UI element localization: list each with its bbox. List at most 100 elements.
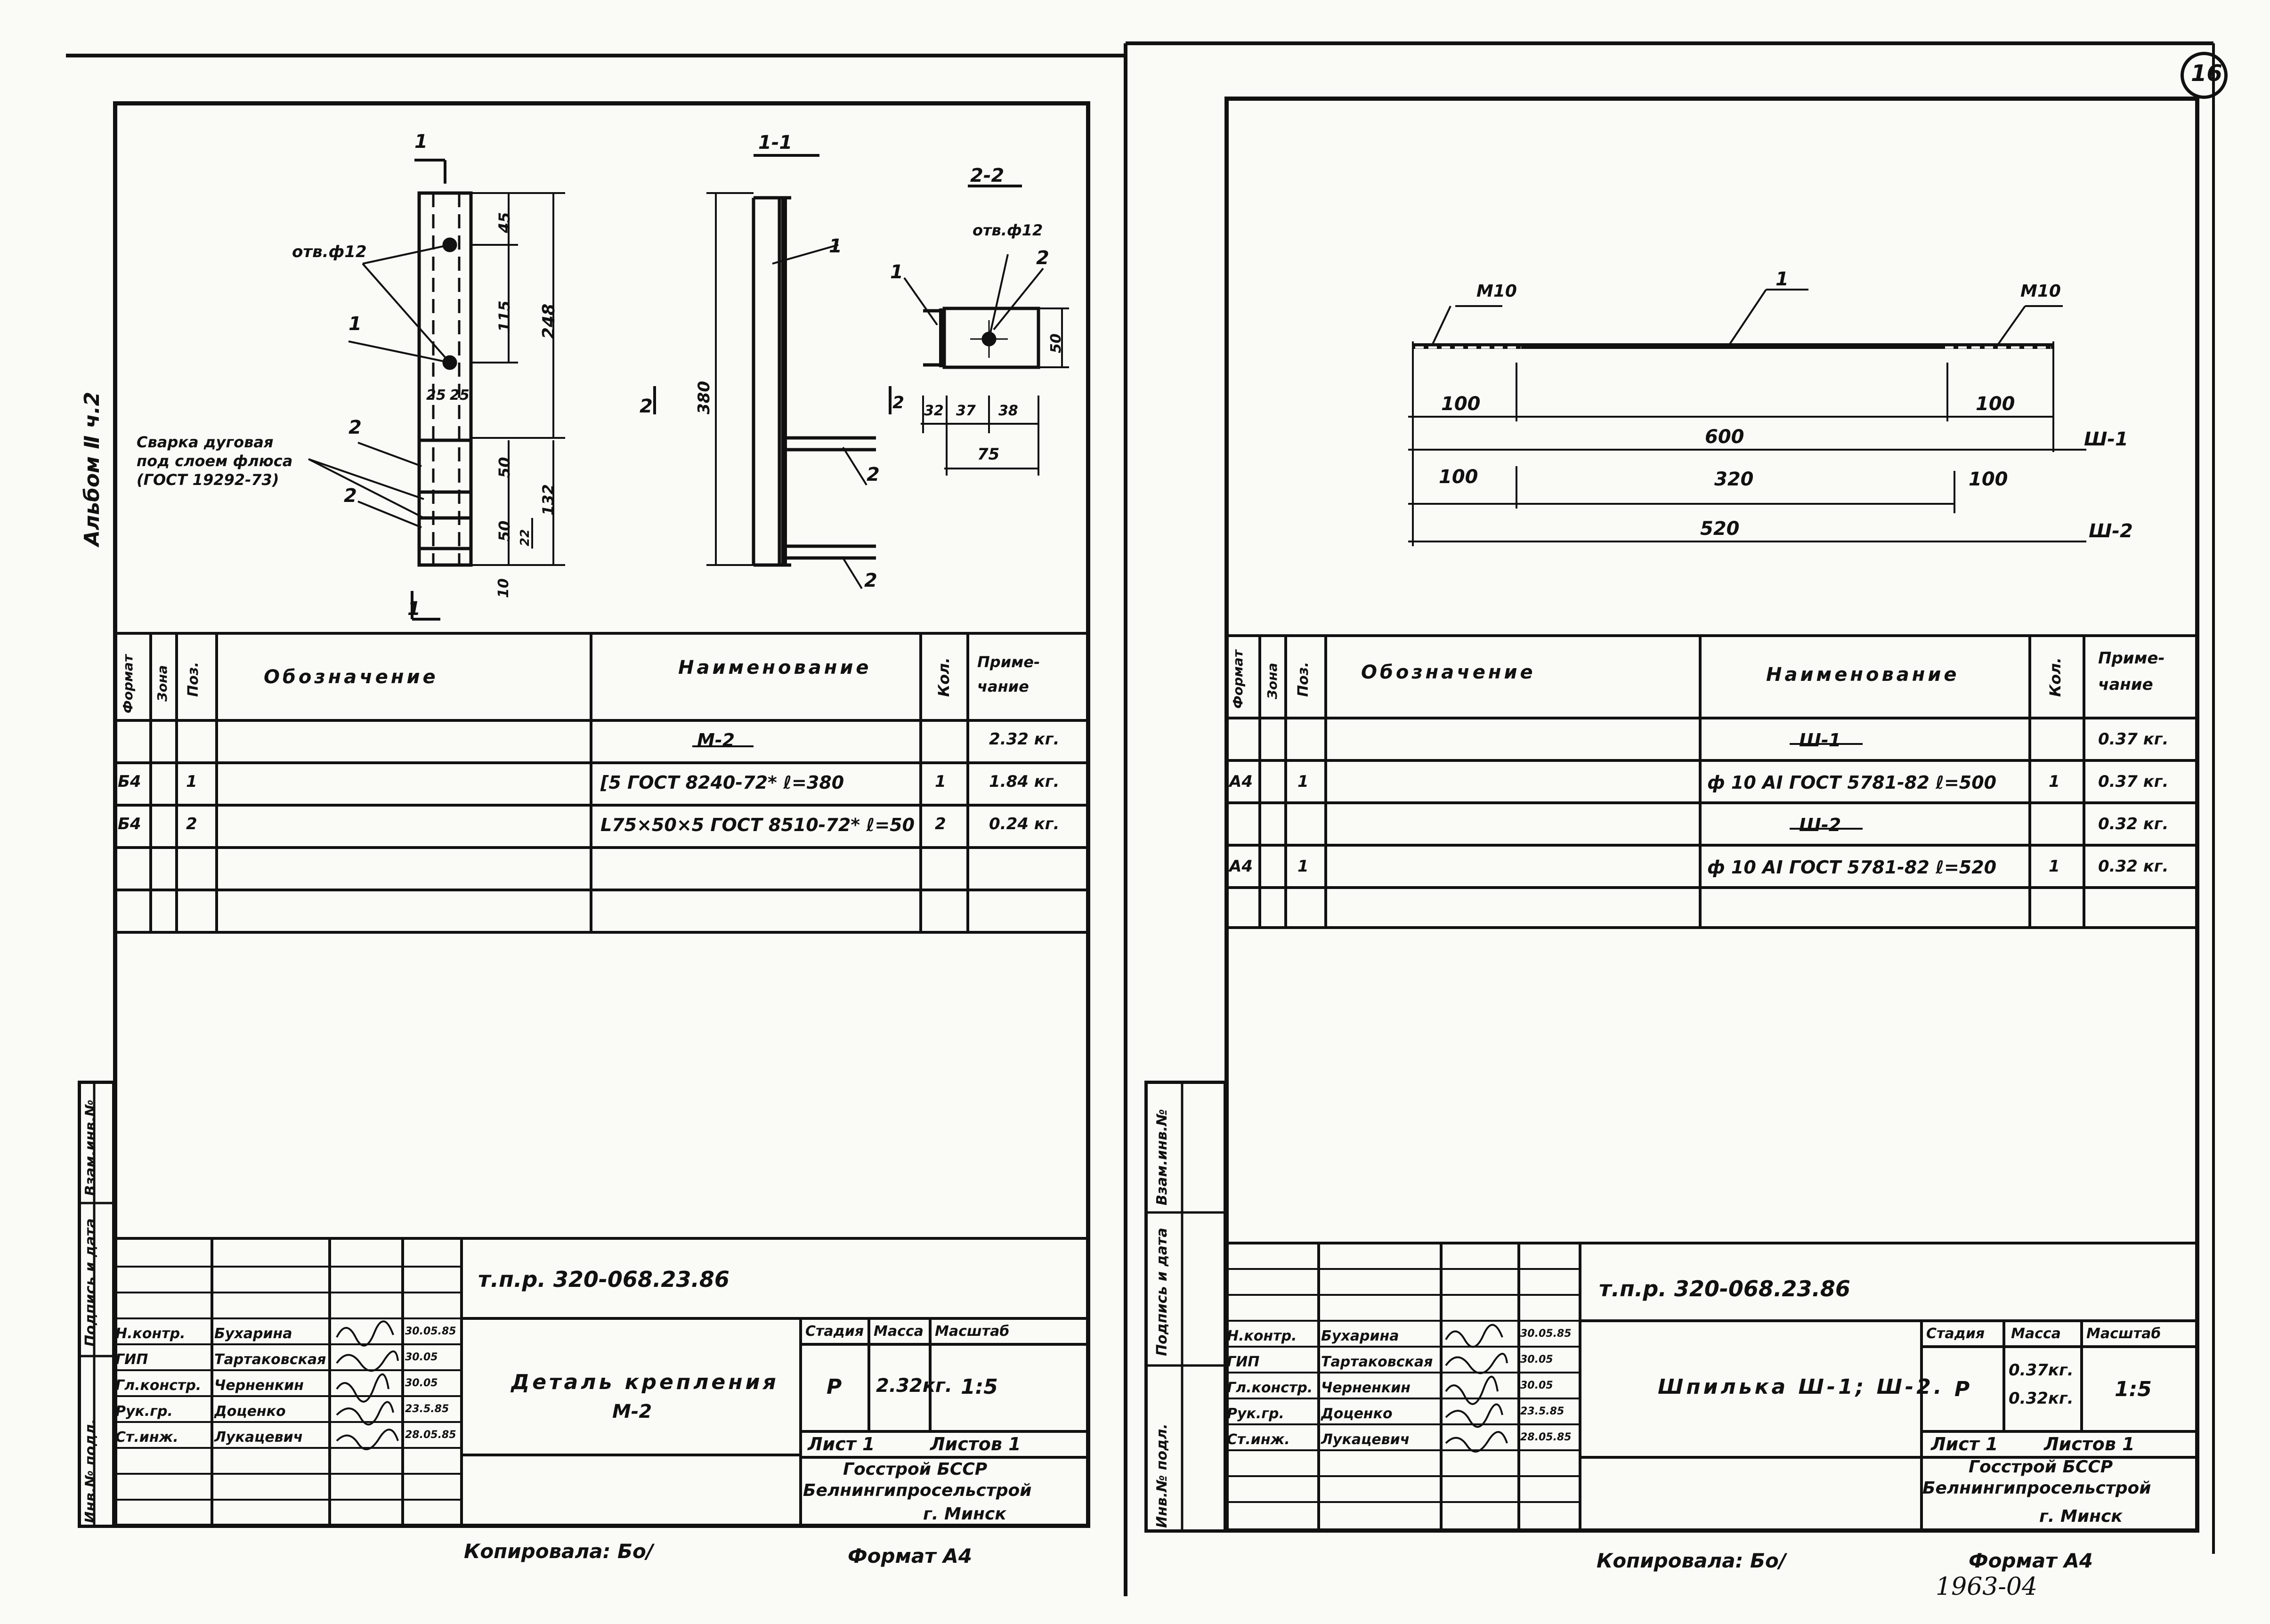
left-spec-name-2: L75×50×5 ГОСТ 8510-72* ℓ=50 bbox=[600, 815, 915, 835]
pos2-section-a: 2 bbox=[867, 464, 880, 485]
dim-320: 320 bbox=[1714, 469, 1754, 490]
left-tb-mass: 2.32кг. bbox=[876, 1375, 952, 1397]
sh2-label: Ш-2 bbox=[2089, 520, 2133, 542]
right-tb-names-0: Бухарина bbox=[1321, 1328, 1399, 1344]
right-tb-roles-3: Рук.гр. bbox=[1227, 1406, 1284, 1422]
left-spec-name-1: [5 ГОСТ 8240-72* ℓ=380 bbox=[600, 772, 844, 793]
right-copied: Копировала: Бо/ bbox=[1597, 1549, 1786, 1572]
left-tb-names-4: Лукацевич bbox=[214, 1429, 303, 1446]
left-spec-note-2: 0.24 кг. bbox=[989, 815, 1060, 833]
dim-25a: 25 bbox=[426, 387, 446, 404]
right-spec-pos-1: 1 bbox=[1297, 772, 1309, 791]
left-tb-stage: Р bbox=[827, 1375, 842, 1399]
left-tb-code: т.п.р. 320-068.23.86 bbox=[478, 1267, 730, 1292]
left-spec-format-2: Б4 bbox=[118, 815, 141, 833]
left-tb-org3: г. Минск bbox=[923, 1504, 1006, 1524]
right-tb-stage: Р bbox=[1954, 1377, 1970, 1401]
left-hdr-designation: Обозначение bbox=[264, 666, 438, 688]
left-tb-roles-1: ГИП bbox=[115, 1351, 148, 1368]
right-tb-dates-4: 28.05.85 bbox=[1520, 1431, 1572, 1443]
pos2-section-b: 2 bbox=[864, 570, 877, 591]
right-spec-name-3: ф 10 АⅠ ГОСТ 5781-82 ℓ=520 bbox=[1707, 857, 1997, 878]
left-tb-dates-0: 30.05.85 bbox=[405, 1325, 456, 1337]
right-tb-roles-4: Ст.инж. bbox=[1227, 1431, 1290, 1448]
left-tb-title: Деталь крепления bbox=[511, 1370, 779, 1394]
right-tb-dates-2: 30.05 bbox=[1520, 1380, 1553, 1391]
left-tb-sub: М-2 bbox=[612, 1401, 652, 1422]
left-side-stamp bbox=[78, 1081, 115, 1528]
right-tb-scale-h: Масштаб bbox=[2086, 1325, 2161, 1342]
left-tb-roles-4: Ст.инж. bbox=[115, 1429, 178, 1446]
right-tb-names-2: Черненкин bbox=[1321, 1380, 1411, 1396]
right-tb-dates-3: 23.5.85 bbox=[1520, 1406, 1565, 1417]
sec1-marker-top: 1 bbox=[414, 131, 428, 153]
right-tb-org1: Госстрой БССР bbox=[1969, 1457, 2113, 1477]
section-1-1-title: 1-1 bbox=[758, 132, 793, 154]
right-tb-dates-0: 30.05.85 bbox=[1520, 1328, 1572, 1340]
dim-600: 600 bbox=[1705, 426, 1744, 448]
right-spec-note-0: 0.37 кг. bbox=[2098, 730, 2169, 749]
left-spec-note-1: 1.84 кг. bbox=[989, 772, 1060, 791]
right-tb-dates-1: 30.05 bbox=[1520, 1354, 1553, 1365]
pos2-22: 2 bbox=[1036, 247, 1049, 269]
right-spec-name-2: Ш-2 bbox=[1799, 815, 1841, 835]
left-sheet-frame bbox=[113, 101, 1090, 1528]
right-tb-org2: Белнингипросельстрой bbox=[1922, 1479, 2151, 1498]
dim-25b: 25 bbox=[450, 387, 470, 404]
right-hdr-name: Наименование bbox=[1766, 664, 1960, 686]
m10-right: М10 bbox=[2020, 282, 2061, 301]
left-spec-name-0: М-2 bbox=[697, 730, 735, 751]
right-tb-names-3: Доценко bbox=[1321, 1406, 1393, 1422]
right-spec-name-0: Ш-1 bbox=[1799, 730, 1841, 751]
left-hdr-note: Приме-чание bbox=[977, 653, 1040, 695]
left-tb-scale-h: Масштаб bbox=[935, 1323, 1010, 1340]
page-number-circle bbox=[2181, 52, 2228, 99]
left-tb-sheet: Лист 1 bbox=[808, 1434, 875, 1454]
left-tb-stage-h: Стадия bbox=[805, 1323, 864, 1340]
left-tb-names-0: Бухарина bbox=[214, 1325, 292, 1342]
left-spec-format-1: Б4 bbox=[118, 772, 141, 791]
right-sheet-frame bbox=[1224, 97, 2199, 1533]
pos2-front-a: 2 bbox=[349, 417, 362, 438]
left-tb-mass-h: Масса bbox=[874, 1323, 924, 1340]
right-spec-qty-3: 1 bbox=[2049, 857, 2060, 876]
page-number: 16 bbox=[2191, 60, 2222, 87]
dim-32: 32 bbox=[924, 403, 944, 419]
sec1-marker-bottom: 1 bbox=[407, 598, 421, 620]
right-tb-code: т.п.р. 320-068.23.86 bbox=[1599, 1276, 1850, 1301]
right-hdr-note: Приме-чание bbox=[2098, 649, 2165, 694]
m10-left: М10 bbox=[1476, 282, 1517, 301]
right-tb-names-1: Тартаковская bbox=[1321, 1354, 1433, 1370]
dim-75: 75 bbox=[977, 445, 1000, 464]
left-spec-note-0: 2.32 кг. bbox=[989, 730, 1060, 749]
left-tb-scale: 1:5 bbox=[961, 1375, 998, 1399]
weld-note-2: под слоем флюса bbox=[137, 452, 293, 470]
weld-note-1: Сварка дуговая bbox=[137, 433, 274, 451]
left-tb-names-2: Черненкин bbox=[214, 1377, 304, 1394]
right-tb-names-4: Лукацевич bbox=[1321, 1431, 1410, 1448]
right-tb-roles-0: Н.контр. bbox=[1227, 1328, 1297, 1344]
right-tb-roles-2: Гл.констр. bbox=[1227, 1380, 1313, 1396]
left-tb-org2: Белнингипросельстрой bbox=[803, 1481, 1032, 1500]
left-tb-sheets: Листов 1 bbox=[930, 1434, 1021, 1454]
dim-100b: 100 bbox=[1976, 393, 2015, 415]
left-tb-dates-4: 28.05.85 bbox=[405, 1429, 456, 1441]
sec2-marker-right: 2 bbox=[892, 393, 905, 412]
right-tb-org3: г. Минск bbox=[2039, 1507, 2123, 1526]
right-hdr-designation: Обозначение bbox=[1361, 662, 1536, 683]
right-spec-note-2: 0.32 кг. bbox=[2098, 815, 2169, 833]
right-format: Формат А4 bbox=[1969, 1549, 2093, 1572]
left-tb-roles-0: Н.контр. bbox=[115, 1325, 186, 1342]
dim-37: 37 bbox=[956, 403, 976, 419]
left-tb-dates-3: 23.5.85 bbox=[405, 1403, 449, 1415]
right-tb-mass2: 0.32кг. bbox=[2009, 1389, 2074, 1408]
right-spec-format-3: А4 bbox=[1229, 857, 1253, 876]
